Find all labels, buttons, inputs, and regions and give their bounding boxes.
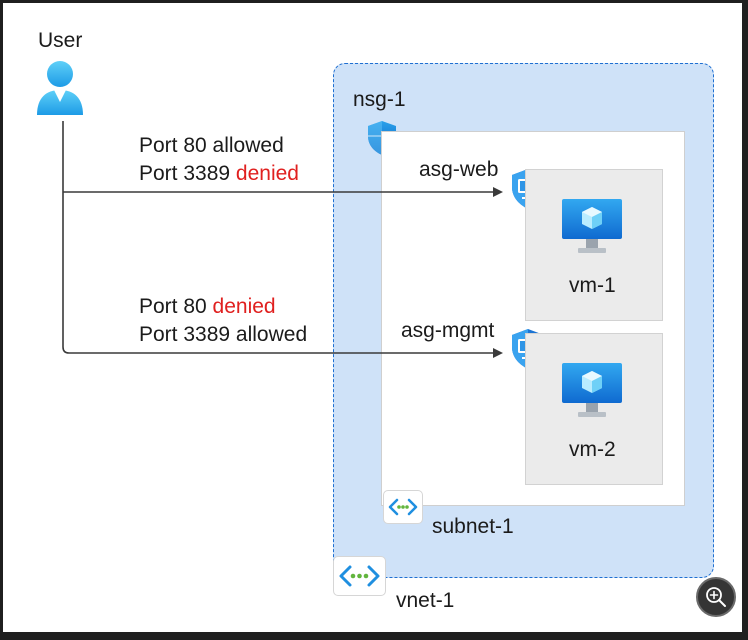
flow-mgmt-port-80: Port 80 <box>139 295 213 318</box>
user-label: User <box>38 29 83 52</box>
subnet-label: subnet-1 <box>432 515 514 538</box>
flow-mgmt-port-80-status: denied <box>212 295 276 318</box>
flow-mgmt-port-3389: Port 3389 <box>139 323 236 346</box>
vnet-icon <box>333 556 386 596</box>
flow-web-port-80: Port 80 <box>139 134 213 157</box>
asg-mgmt-label: asg-mgmt <box>401 319 495 342</box>
flow-web-port-80-status: allowed <box>212 134 284 157</box>
flow-line-mgmt <box>62 121 497 354</box>
flow-web-port-3389: Port 3389 <box>139 162 236 185</box>
vm-1-label: vm-1 <box>569 274 616 297</box>
arrowhead-web <box>493 187 503 197</box>
vm-2-label: vm-2 <box>569 438 616 461</box>
flow-mgmt-line2: Port 3389 allowed <box>139 322 307 348</box>
connector-lines <box>62 121 503 358</box>
flow-mgmt-port-3389-status: allowed <box>235 323 308 346</box>
flow-mgmt-line1: Port 80 denied <box>139 294 276 320</box>
asg-web-label: asg-web <box>419 158 499 181</box>
zoom-in-icon <box>706 587 726 607</box>
flow-web-line2: Port 3389 denied <box>139 161 299 187</box>
flow-web-line1: Port 80 allowed <box>139 133 284 159</box>
flow-web-port-3389-status: denied <box>235 162 299 185</box>
vnet-label: vnet-1 <box>396 589 455 612</box>
virtual-machine-icon <box>560 197 624 257</box>
nsg-label: nsg-1 <box>353 88 406 111</box>
subnet-icon <box>383 490 423 524</box>
user-icon <box>34 60 86 116</box>
arrowhead-mgmt <box>493 348 503 358</box>
virtual-machine-icon <box>560 361 624 421</box>
diagram-canvas: nsg-1 asg-web <box>3 3 742 632</box>
zoom-in-button[interactable] <box>696 577 736 617</box>
